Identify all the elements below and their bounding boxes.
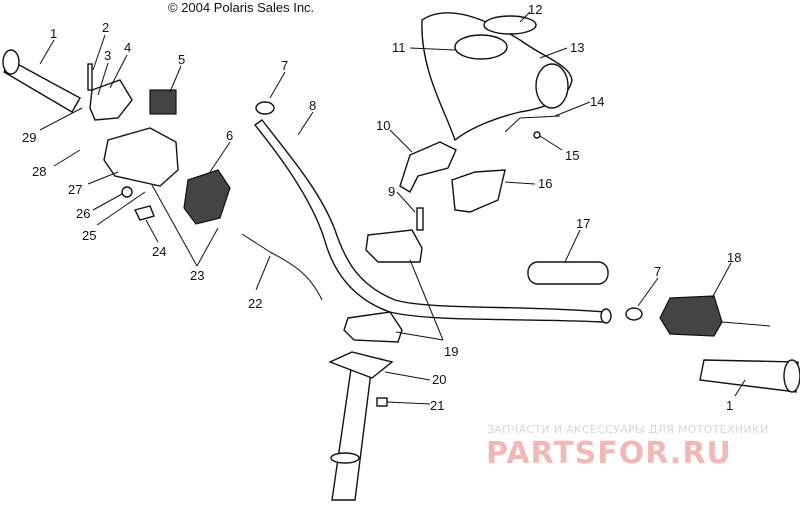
- pod-housing-right: [535, 63, 569, 109]
- callout-2: 2: [102, 20, 109, 35]
- callout-6: 6: [226, 128, 233, 143]
- callout-15: 15: [565, 148, 579, 163]
- callout-labels: 1 2 3 4 5 6 7 8 9 10 11 12 13 14 15 16 1…: [22, 2, 741, 413]
- callout-20: 20: [432, 372, 446, 387]
- pod-cover: [451, 169, 506, 213]
- callout-28: 28: [32, 164, 46, 179]
- post-collar: [330, 452, 360, 464]
- throttle-lever: [89, 79, 133, 121]
- watermark-tagline: ЗАПЧАСТИ И АКСЕССУАРЫ ДЛЯ МОТОТЕХНИКИ: [487, 423, 769, 436]
- leader-lines: [39, 11, 746, 405]
- callout-21: 21: [430, 398, 444, 413]
- grip-right-end: [783, 359, 800, 393]
- watermark-logo: PARTSFOR.RU: [486, 436, 732, 471]
- grip-left-end: [2, 49, 20, 75]
- callout-11: 11: [392, 40, 406, 55]
- callout-22: 22: [248, 296, 262, 311]
- throttle-switch: [149, 89, 177, 115]
- pod-wire: [504, 115, 561, 133]
- bushing: [121, 186, 133, 198]
- handlebar-clamp-lower: [343, 311, 403, 343]
- callout-25: 25: [82, 228, 96, 243]
- nut: [376, 397, 388, 407]
- callout-3: 3: [104, 48, 111, 63]
- callout-29: 29: [22, 130, 36, 145]
- callout-13: 13: [570, 40, 584, 55]
- clamp-bolt: [416, 207, 424, 231]
- pod-lens: [454, 34, 508, 60]
- copyright-text: © 2004 Polaris Sales Inc.: [168, 0, 315, 15]
- callout-14: 14: [590, 94, 604, 109]
- callout-1: 1: [50, 26, 57, 41]
- throttle-cable: [241, 233, 323, 301]
- pod-decal: [483, 15, 537, 35]
- throttle-cover: [183, 169, 231, 225]
- callout-24: 24: [152, 244, 166, 259]
- callout-27: 27: [68, 182, 82, 197]
- grip-right: [699, 359, 799, 393]
- bar-end-plug-right: [625, 307, 643, 321]
- callout-9: 9: [388, 184, 395, 199]
- callout-16: 16: [538, 176, 552, 191]
- pod-bracket: [399, 141, 457, 193]
- throttle-grip: [527, 261, 609, 285]
- callout-18: 18: [727, 250, 741, 265]
- handlebar-end: [600, 308, 612, 324]
- steering-post: [331, 361, 373, 501]
- callout-12: 12: [528, 2, 542, 17]
- callout-10: 10: [376, 118, 390, 133]
- callout-23: 23: [190, 268, 204, 283]
- callout-19: 19: [444, 344, 458, 359]
- adapter-plate: [328, 351, 394, 379]
- cover-plate: [133, 205, 155, 221]
- callout-4: 4: [124, 40, 131, 55]
- callout-7: 7: [281, 58, 288, 73]
- screw-long: [87, 63, 93, 91]
- callout-17: 17: [576, 216, 590, 231]
- callout-1-right: 1: [726, 398, 733, 413]
- switch-wire: [721, 321, 771, 327]
- switch-housing-right: [659, 295, 723, 337]
- handlebar-clamp-upper: [365, 229, 423, 263]
- bar-end-plug-left: [255, 101, 275, 115]
- callout-5: 5: [178, 52, 185, 67]
- pod-screw: [533, 131, 541, 139]
- callout-7-right: 7: [654, 264, 661, 279]
- callout-26: 26: [76, 206, 90, 221]
- callout-8: 8: [309, 98, 316, 113]
- throttle-housing: [103, 127, 179, 187]
